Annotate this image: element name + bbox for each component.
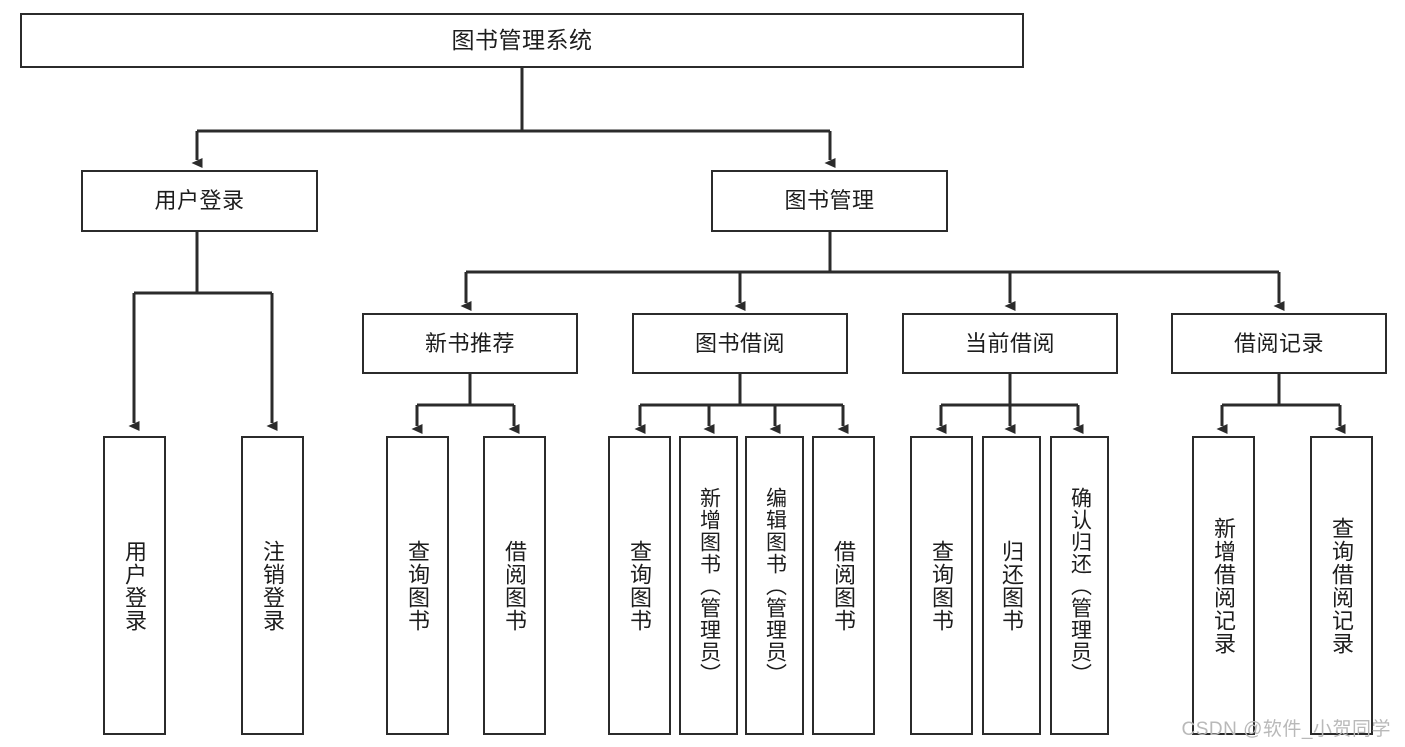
node-label: 确认归还（管理员） — [1068, 486, 1092, 685]
leaf-borrow-book[interactable]: 借阅图书 — [812, 436, 875, 735]
node-label: 新书推荐 — [424, 330, 515, 356]
leaf-confirm-return-admin[interactable]: 确认归还（管理员） — [1050, 436, 1109, 735]
leaf-logout[interactable]: 注销登录 — [241, 436, 304, 735]
watermark: CSDN @软件_小贺同学 — [1181, 719, 1391, 740]
node-label: 图书管理系统 — [451, 26, 593, 53]
leaf-query-book-recommend[interactable]: 查询图书 — [386, 436, 449, 735]
leaf-return-book[interactable]: 归还图书 — [982, 436, 1041, 735]
node-label: 借阅图书 — [831, 539, 857, 632]
node-label: 当前借阅 — [964, 330, 1055, 356]
node-new-book-recommend[interactable]: 新书推荐 — [362, 313, 578, 374]
leaf-query-borrow-record[interactable]: 查询借阅记录 — [1310, 436, 1373, 735]
node-label: 用户登录 — [154, 188, 245, 214]
node-book-borrow[interactable]: 图书借阅 — [632, 313, 848, 374]
leaf-query-book-borrow[interactable]: 查询图书 — [608, 436, 671, 735]
leaf-add-book-admin[interactable]: 新增图书（管理员） — [679, 436, 738, 735]
node-label: 归还图书 — [999, 539, 1025, 632]
node-label: 图书借阅 — [694, 330, 785, 356]
leaf-user-login[interactable]: 用户登录 — [103, 436, 166, 735]
node-label: 借阅图书 — [502, 539, 528, 632]
leaf-edit-book-admin[interactable]: 编辑图书（管理员） — [745, 436, 804, 735]
node-label: 查询图书 — [929, 539, 955, 632]
node-label: 新增借阅记录 — [1211, 516, 1237, 655]
node-user-login[interactable]: 用户登录 — [81, 170, 318, 232]
node-label: 编辑图书（管理员） — [763, 486, 787, 685]
node-book-management[interactable]: 图书管理 — [711, 170, 948, 232]
leaf-query-book-current[interactable]: 查询图书 — [910, 436, 973, 735]
leaf-borrow-book-recommend[interactable]: 借阅图书 — [483, 436, 546, 735]
node-label: 查询图书 — [627, 539, 653, 632]
node-label: 注销登录 — [260, 539, 286, 632]
node-label: 图书管理 — [784, 188, 875, 214]
leaf-add-borrow-record[interactable]: 新增借阅记录 — [1192, 436, 1255, 735]
node-label: 用户登录 — [122, 539, 148, 632]
node-borrow-records[interactable]: 借阅记录 — [1171, 313, 1387, 374]
node-label: 查询借阅记录 — [1329, 516, 1355, 655]
node-current-borrow[interactable]: 当前借阅 — [902, 313, 1118, 374]
node-label: 新增图书（管理员） — [697, 486, 721, 685]
node-label: 借阅记录 — [1233, 330, 1324, 356]
node-label: 查询图书 — [405, 539, 431, 632]
node-root-system[interactable]: 图书管理系统 — [20, 13, 1024, 68]
